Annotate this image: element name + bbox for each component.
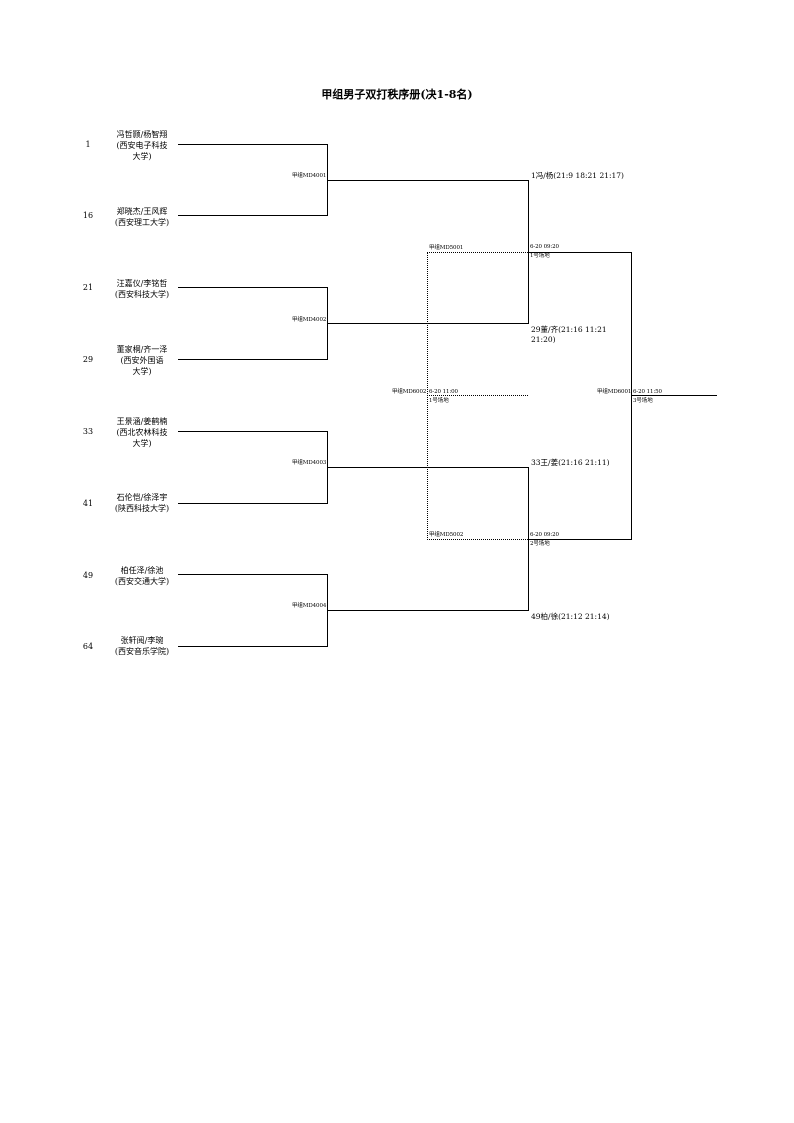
bracket-line [178,503,327,504]
bracket-line [631,252,632,540]
bracket-line [178,359,327,360]
bracket-line [528,252,631,253]
player-names: 王景涵/姜鹤楠 [116,417,168,426]
player-entry: 张轩阅/李琬 (西安音乐学院) [102,635,182,657]
result-text: 33王/姜(21:16 21:11) [531,458,610,467]
player-team: (西安理工大学) [114,218,170,227]
player-names: 郑晓杰/王风辉 [116,207,168,216]
player-entry: 王景涵/姜鹤楠 (西北农林科技 大学) [102,416,182,449]
match-code: 甲组MD6001 [597,389,632,395]
bracket-line [178,215,327,216]
match-result: 33王/姜(21:16 21:11) [531,458,610,468]
player-team: 大学) [132,152,152,161]
player-team: (西北农林科技 [116,428,168,437]
result-text: 29董/齐(21:16 11:21 [531,325,607,334]
bracket-line [178,431,327,432]
player-names: 汪嘉仪/李铭哲 [116,279,168,288]
match-result: 1冯/杨(21:9 18:21 21:17) [531,171,624,181]
match-court: 1号场地 [530,253,550,259]
match-result: 29董/齐(21:16 11:21 21:20) [531,325,607,345]
match-court: 2号场地 [530,541,550,547]
player-team: (西安科技大学) [114,290,170,299]
seed-number: 1 [85,140,91,149]
player-entry: 汪嘉仪/李铭哲 (西安科技大学) [102,278,182,300]
match-time: 6-20 09:20 [530,244,559,250]
seed-number: 33 [82,427,94,436]
seed-number: 29 [82,355,94,364]
result-text: 21:20) [531,335,556,344]
bracket-line [327,180,528,181]
match-code: 甲组MD4003 [292,460,327,466]
seed-number: 64 [82,642,94,651]
player-team: (西安音乐学院) [114,647,170,656]
match-code: 甲组MD4001 [292,173,327,179]
bracket-line [528,539,631,540]
third-place-line [427,252,428,540]
seed-number: 41 [82,499,94,508]
player-entry: 石伦恺/徐泽宇 (陕西科技大学) [102,492,182,514]
match-time: 6-20 09:20 [530,532,559,538]
bracket-line [178,646,327,647]
match-code: 甲组MD5002 [429,532,464,538]
player-names: 张轩阅/李琬 [120,636,164,645]
bracket-line [631,395,717,396]
page-title: 甲组男子双打秩序册(决1-8名) [321,88,473,101]
match-court: 1号场地 [429,398,449,404]
bracket-line [327,610,528,611]
player-names: 冯哲颢/杨智翔 [116,130,168,139]
player-team: (陕西科技大学) [114,504,170,513]
player-team: (西安外国语 [120,356,164,365]
bracket-line [178,144,327,145]
match-code: 甲组MD5001 [429,245,464,251]
bracket-line [178,287,327,288]
seed-number: 21 [82,283,94,292]
result-text: 49柏/徐(21:12 21:14) [531,612,610,621]
player-team: 大学) [132,367,152,376]
result-text: 1冯/杨(21:9 18:21 21:17) [531,171,624,180]
player-entry: 郑晓杰/王风辉 (西安理工大学) [102,206,182,228]
player-team: (西安电子科技 [116,141,168,150]
match-court: 3号场地 [633,398,653,404]
player-names: 董家桐/齐一泽 [116,345,168,354]
player-entry: 柏任泽/徐池 (西安交通大学) [102,565,182,587]
third-place-line [427,539,528,540]
seed-number: 49 [82,571,94,580]
match-code: 甲组MD6002 [392,389,427,395]
match-time: 6-20 11:50 [633,389,662,395]
player-entry: 董家桐/齐一泽 (西安外国语 大学) [102,344,182,377]
player-names: 柏任泽/徐池 [120,566,164,575]
match-time: 6-20 11:00 [429,389,458,395]
match-result: 49柏/徐(21:12 21:14) [531,612,610,622]
bracket-line [178,574,327,575]
seed-number: 16 [82,211,94,220]
third-place-line [427,252,528,253]
player-team: (西安交通大学) [114,577,170,586]
player-entry: 冯哲颢/杨智翔 (西安电子科技 大学) [102,129,182,162]
player-names: 石伦恺/徐泽宇 [116,493,168,502]
third-place-line [427,395,528,396]
match-code: 甲组MD4002 [292,317,327,323]
match-code: 甲组MD4004 [292,603,327,609]
player-team: 大学) [132,439,152,448]
